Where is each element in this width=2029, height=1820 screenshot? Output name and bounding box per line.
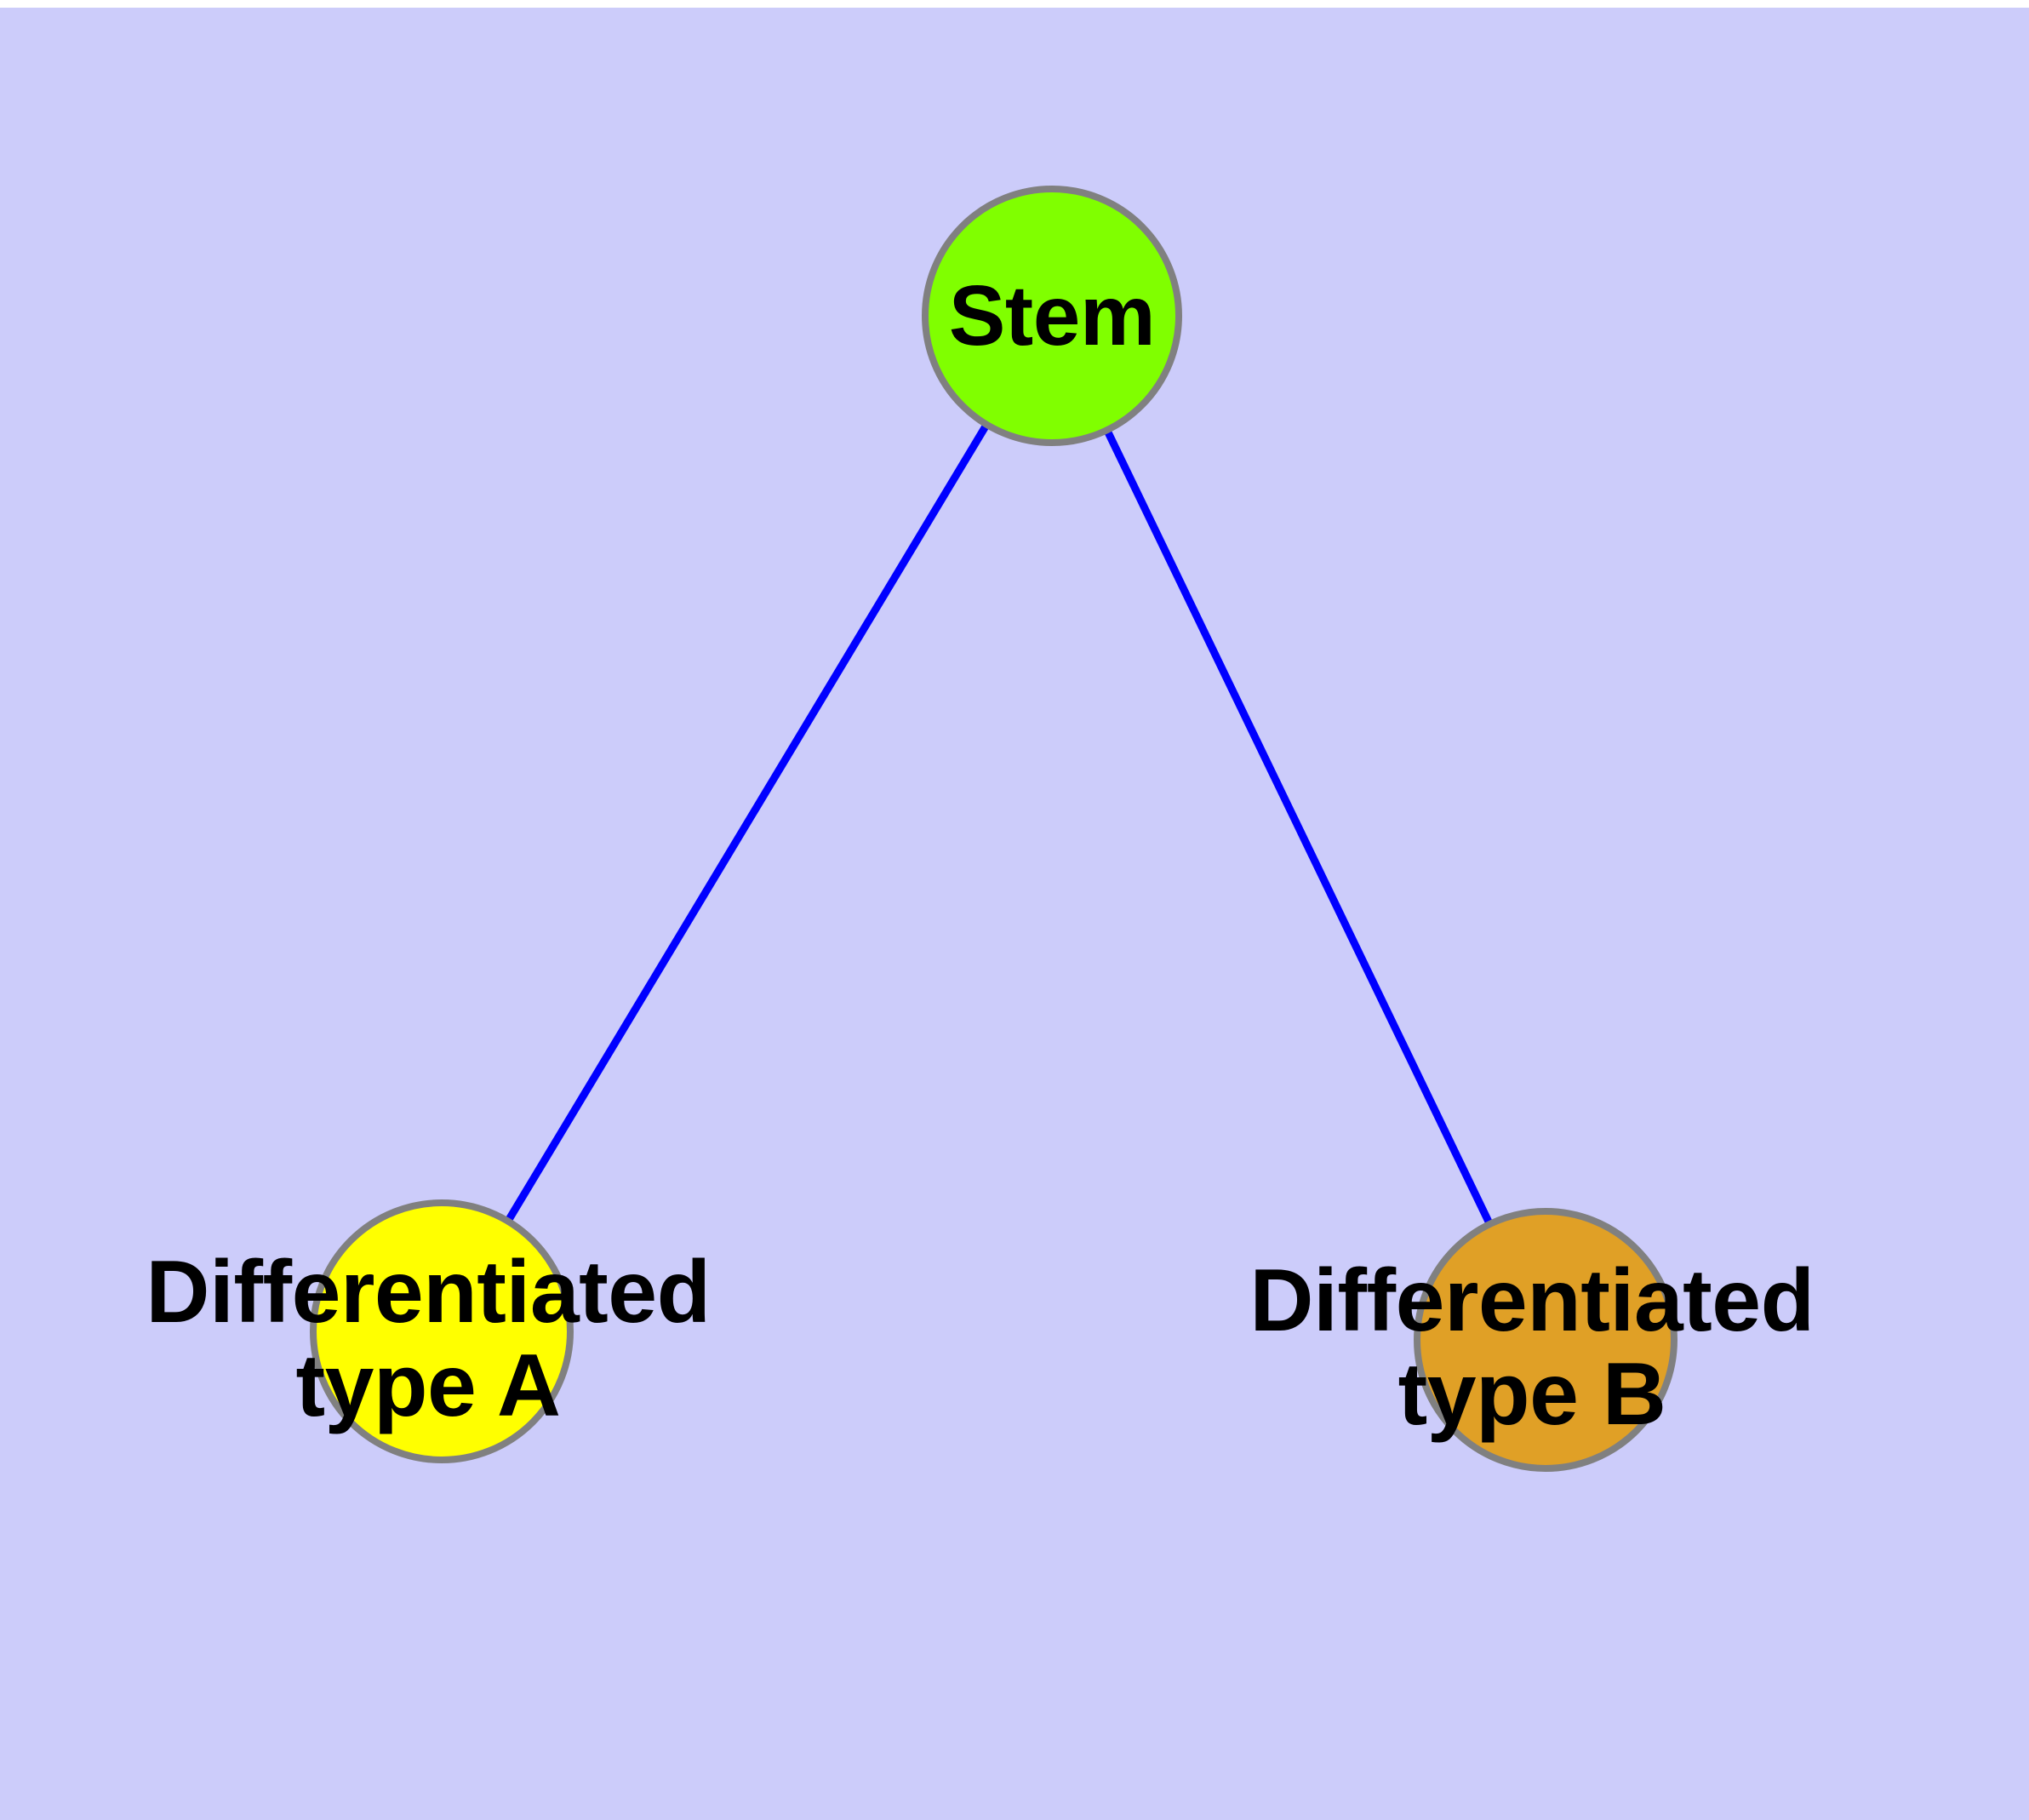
graph-svg	[310, 186, 1677, 1472]
diagram-plot-area: Stem Differentiated type A Differentiate…	[0, 8, 2029, 1820]
node-group	[310, 186, 1677, 1472]
node-differentiated-type-a[interactable]	[310, 1199, 574, 1463]
edge-stem-to-differentiated-type-a[interactable]	[438, 313, 1055, 1334]
node-stem[interactable]	[922, 186, 1182, 446]
edge-stem-to-differentiated-type-b[interactable]	[1048, 314, 1550, 1342]
node-differentiated-type-b[interactable]	[1414, 1208, 1677, 1472]
edge-group	[438, 313, 1550, 1342]
